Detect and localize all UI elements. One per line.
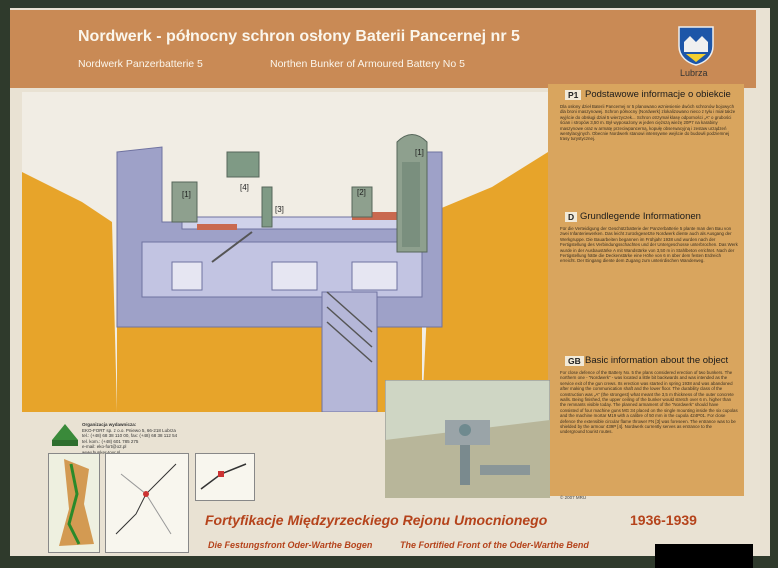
organizer-line: EKO-FORT sp. z o.o. Pniewo 5, 66-218 Lub… [82, 427, 176, 433]
organizer-line: www.bunker-tour.pl [82, 449, 121, 455]
section-heading-english: Basic information about the object [585, 355, 729, 366]
organizer-heading: Organizacja wydawnicza: [82, 422, 137, 427]
organizer-line: tel. kom.: (+48) 601 785 275 [82, 438, 139, 444]
section-heading-german: Grundlegende Informationen [580, 211, 701, 222]
callout-3: [3] [275, 205, 284, 214]
callout-1-right: [1] [415, 148, 424, 157]
section-text-german: Für die Verteidigung der Geschützbatteri… [560, 226, 738, 264]
region-map [48, 453, 100, 553]
copyright-note: © 2007 MRU [560, 495, 587, 500]
organizer-line: e-mail: eko-fort@o2.pl [82, 444, 127, 449]
route-map [105, 453, 189, 553]
organizer-line: tel.: (+48) 68 38 110 00, fax: (+48) 68 … [82, 433, 178, 438]
lubrza-crest-icon [678, 26, 714, 66]
eko-fort-logo-icon [52, 424, 78, 446]
info-panel [548, 84, 744, 496]
callout-1-left: [1] [182, 190, 191, 199]
redaction-box [655, 544, 753, 568]
header-bar [10, 10, 756, 88]
bunker-cross-section-illustration [22, 92, 548, 412]
section-label-german: D [565, 212, 578, 222]
site-plan-map [195, 453, 255, 501]
footer-subtitle-english: The Fortified Front of the Oder-Warthe B… [400, 540, 589, 550]
section-text-polish: Dla osłony dzieł Baterii Pancernej nr 5 … [560, 104, 736, 142]
callout-4: [4] [240, 183, 249, 192]
footer-title: Fortyfikacje Międzyrzeckiego Rejonu Umoc… [205, 512, 548, 528]
section-text-english: For close defence of the Battery No. 5 t… [560, 370, 738, 435]
section-heading-polish: Podstawowe informacje o obiekcie [585, 89, 731, 100]
organizer-block: Organizacja wydawnicza: EKO-FORT sp. z o… [82, 422, 192, 455]
subtitle-german: Nordwerk Panzerbatterie 5 [78, 58, 203, 70]
subtitle-english: Northen Bunker of Armoured Battery No 5 [270, 58, 465, 70]
bunker-3d-render [385, 380, 550, 498]
board-title: Nordwerk - północny schron osłony Bateri… [78, 28, 520, 45]
town-name: Lubrza [680, 68, 708, 78]
section-label-polish: P1 [565, 90, 582, 100]
footer-years: 1936-1939 [630, 512, 697, 528]
section-label-english: GB [565, 356, 584, 366]
footer-subtitle-german: Die Festungsfront Oder-Warthe Bogen [208, 540, 373, 550]
callout-2: [2] [357, 188, 366, 197]
